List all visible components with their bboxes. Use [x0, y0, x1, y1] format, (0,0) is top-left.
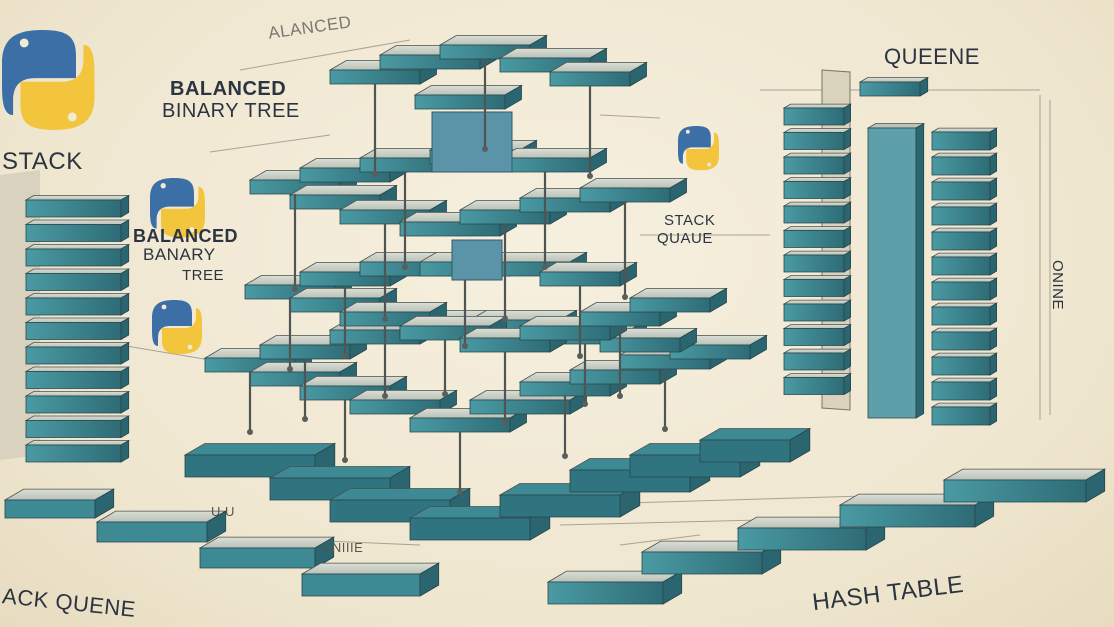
ground-slab [408, 505, 552, 541]
queue-block [782, 348, 853, 371]
stack-block [24, 439, 131, 463]
hash-table-block [198, 536, 336, 569]
queue-side-label: QUAUE [657, 230, 713, 247]
queue-block [782, 323, 853, 347]
tree-node-block [578, 177, 688, 203]
stack-label: STACK [2, 148, 83, 175]
queue-block [782, 201, 853, 224]
tree-node-block [348, 389, 458, 415]
stack-block [24, 366, 131, 390]
python-logo-icon [678, 126, 719, 171]
queue-columns [782, 69, 999, 426]
queue-block [782, 176, 853, 200]
vertical-label: ONINE [1049, 260, 1066, 311]
queue-block [930, 252, 999, 276]
queue-block [782, 274, 853, 298]
stack-side-label: STACK [664, 212, 716, 229]
queue-block [782, 225, 853, 249]
hash-table-block [942, 468, 1107, 503]
stack-block [24, 219, 131, 243]
queue-block [930, 352, 999, 376]
tree-node-block [548, 61, 648, 87]
tree-node-block [498, 147, 608, 173]
stack-block [24, 317, 131, 341]
queue-block [930, 377, 999, 401]
queue-block [782, 152, 853, 175]
hash-table-block [95, 510, 228, 543]
python-logo-icon [152, 300, 202, 354]
python-logo-icon [2, 30, 95, 130]
queue-block [930, 327, 999, 351]
hash-table-block [300, 562, 441, 597]
balanced-binary-tree-structure [183, 34, 812, 541]
tree-label: TREE [182, 267, 225, 284]
stack-block [24, 243, 131, 267]
left-stack-column [0, 170, 131, 463]
bottom-mid-label: UNIIIE [322, 540, 364, 555]
queue-block [782, 127, 853, 151]
stack-block [24, 415, 131, 439]
queue-block [930, 202, 999, 226]
hash-table-block [546, 570, 684, 605]
binary-tree-label: BINARY TREE [162, 100, 300, 122]
queue-pillar [866, 122, 926, 419]
queue-block [782, 372, 853, 396]
queue-block [782, 250, 853, 273]
center-pillar-lower [451, 239, 503, 281]
stack-block [24, 292, 131, 316]
stack-block [24, 194, 131, 218]
queue-block [930, 402, 999, 426]
queue-block [930, 177, 999, 201]
stack-block [24, 268, 131, 292]
queue-block [930, 127, 999, 151]
queue-block [930, 277, 999, 301]
queue-label: QUEENE [884, 44, 980, 69]
queue-block [782, 103, 853, 126]
hash-table-block [3, 488, 116, 519]
tree-node-block [628, 287, 728, 313]
queue-block [930, 302, 999, 326]
balanced-label: BALANCED [170, 78, 287, 100]
tree-node-block [413, 84, 523, 110]
banary-label: BANARY [143, 245, 216, 264]
queue-block [782, 299, 853, 322]
queue-block [930, 152, 999, 176]
queue-block [858, 76, 930, 97]
queue-block [930, 227, 999, 251]
ground-slab [698, 427, 812, 463]
center-pillar [431, 111, 513, 173]
stack-block [24, 341, 131, 365]
small-mark-label: U U [211, 504, 235, 519]
balanced-mid-label: BALANCED [133, 226, 238, 246]
tree-node-block [538, 261, 638, 287]
stack-block [24, 390, 131, 414]
bottom-blocks-row [3, 468, 1107, 605]
